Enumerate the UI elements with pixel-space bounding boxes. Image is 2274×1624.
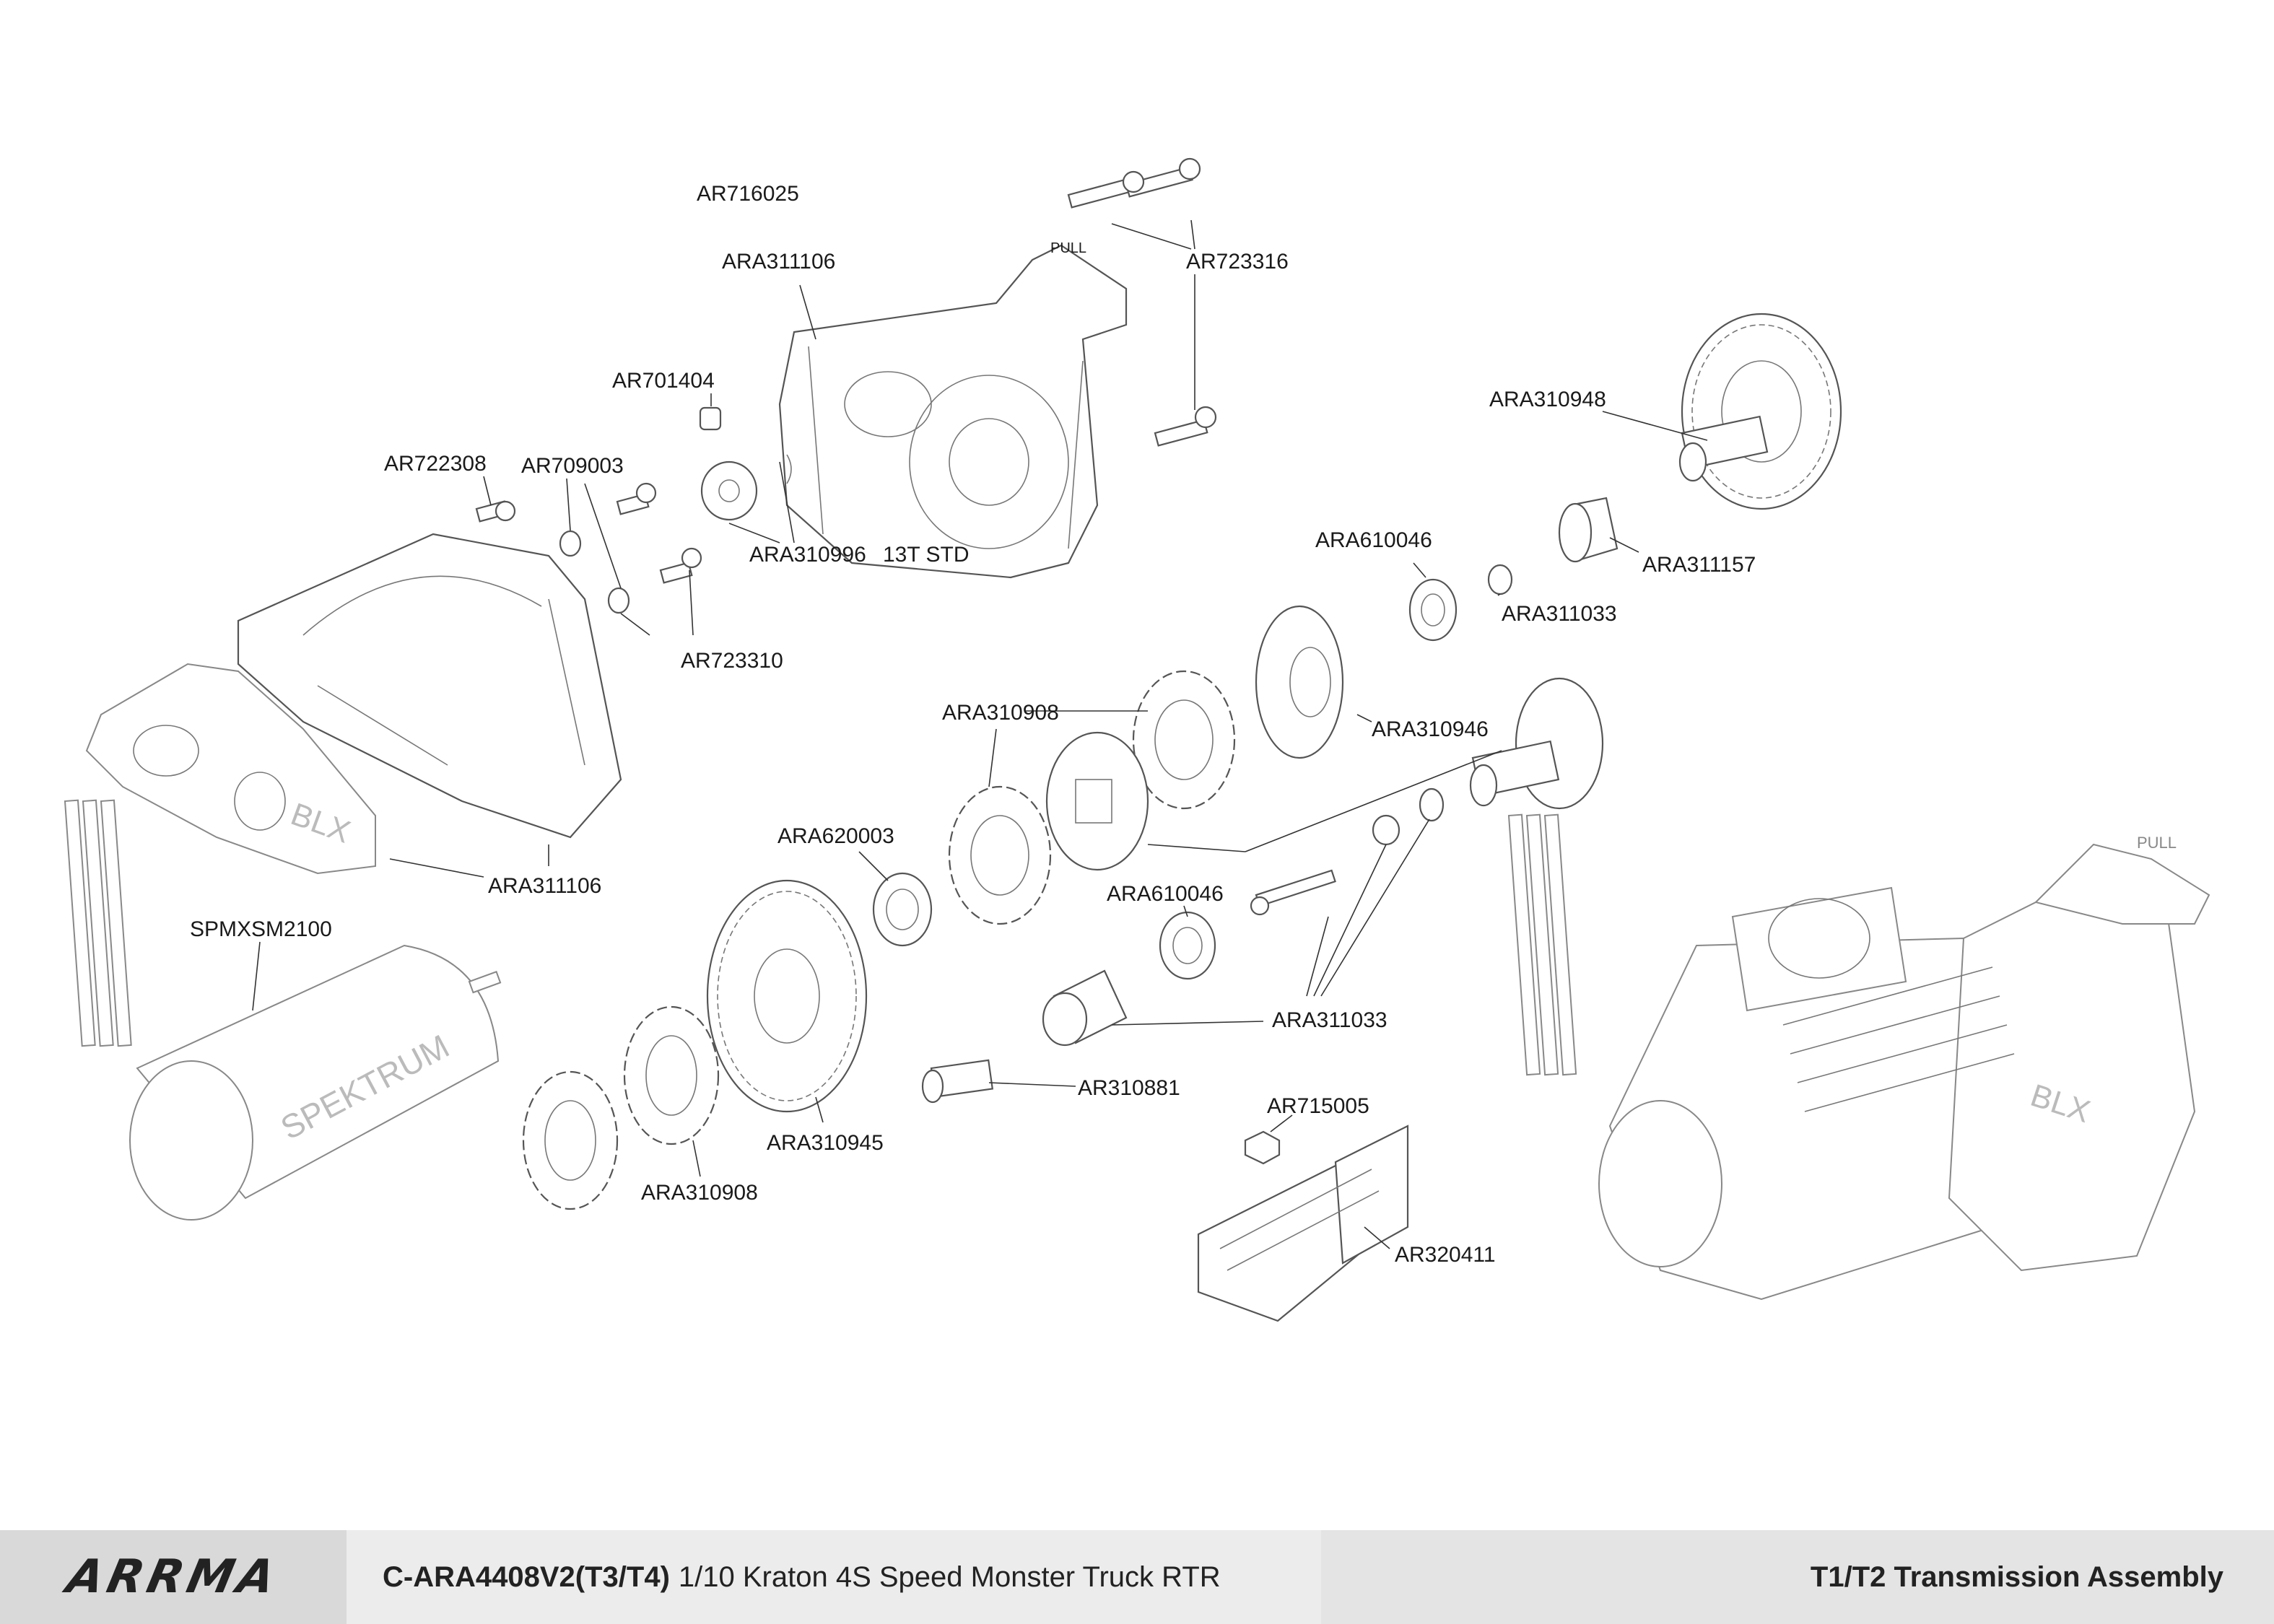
label-ar709003: AR709003 — [521, 454, 624, 478]
bearing-ara610046-mid — [1159, 911, 1216, 980]
slipper-pads-ara310908-bottom — [522, 1005, 720, 1210]
pull-emboss-right: PULL — [2137, 834, 2177, 852]
bearing-ara620003 — [872, 872, 933, 947]
label-ara310946: ARA310946 — [1372, 717, 1489, 741]
screw-ar723316 — [1154, 406, 1217, 447]
label-ar722308: AR722308 — [384, 452, 487, 476]
footer-bar: ARRMA C-ARA4408V2(T3/T4) 1/10 Kraton 4S … — [0, 1530, 2274, 1624]
mount-ar320411 — [1197, 1125, 1409, 1322]
label-ar320411: AR320411 — [1395, 1243, 1496, 1267]
label-ara310996: ARA310996 — [749, 543, 866, 567]
nut-ar715005 — [1244, 1130, 1281, 1165]
section-title: T1/T2 Transmission Assembly — [1321, 1530, 2274, 1624]
screws-ar723310 — [616, 482, 702, 584]
slipper-pads-ara310908-mid — [948, 670, 1236, 925]
slipper-plate-ara310946 — [1255, 605, 1604, 810]
label-ara310908-bottom: ARA310908 — [641, 1181, 758, 1205]
label-ara620003: ARA620003 — [777, 824, 894, 848]
label-ara311157: ARA311157 — [1642, 553, 1756, 577]
screw-ar722308 — [475, 500, 516, 523]
pull-emboss-top: PULL — [1050, 240, 1086, 256]
spur-gear-ara310945 — [706, 879, 868, 1113]
bushing-ara311157 — [1558, 497, 1619, 563]
label-ara610046-mid: ARA610046 — [1107, 882, 1224, 906]
label-13t-std: 13T STD — [883, 543, 970, 567]
label-ara610046-top: ARA610046 — [1315, 528, 1432, 552]
motor-spmxsm2100: SPEKTRUM — [64, 799, 502, 1221]
hardware-ara311033-mid — [1042, 787, 1445, 1047]
part-ara311033-top — [1487, 564, 1513, 595]
bearing-ara610046-top — [1408, 578, 1458, 642]
label-ara311106-bottom: ARA311106 — [488, 874, 601, 898]
label-ara311033-top: ARA311033 — [1502, 602, 1617, 626]
label-ar310881: AR310881 — [1078, 1076, 1180, 1100]
gearbox-cover-top: PULL — [778, 240, 1128, 579]
brand-logo-cell: ARRMA — [0, 1530, 347, 1624]
assembled-transmission: PULL BLX — [1507, 813, 2210, 1301]
label-ara310945: ARA310945 — [767, 1131, 884, 1155]
leader-lines — [252, 219, 1708, 1249]
exploded-parts-diagram: PULL BLX — [64, 157, 2210, 1322]
label-ar701404: AR701404 — [612, 369, 715, 393]
label-ara310908-mid: ARA310908 — [942, 701, 1059, 725]
label-ar715005: AR715005 — [1267, 1094, 1369, 1118]
model-name: 1/10 Kraton 4S Speed Monster Truck RTR — [678, 1560, 1221, 1593]
pinion-gear-ara310996 — [700, 454, 792, 521]
label-ar716025: AR716025 — [697, 182, 799, 206]
label-ara310948: ARA310948 — [1489, 388, 1606, 411]
screw-ar716025 — [1067, 157, 1201, 209]
model-cell: C-ARA4408V2(T3/T4) 1/10 Kraton 4S Speed … — [347, 1530, 1321, 1624]
label-ara311033-mid: ARA311033 — [1272, 1008, 1388, 1032]
spur-gear-ara310948 — [1678, 313, 1842, 510]
label-ar723316: AR723316 — [1186, 250, 1289, 274]
set-screw-ar701404 — [699, 406, 722, 431]
gearbox-case-left: BLX — [85, 533, 622, 875]
label-spmxsm2100: SPMXSM2100 — [190, 917, 332, 941]
label-ar723310: AR723310 — [681, 649, 783, 673]
part-labels: AR716025 ARA311106 AR723316 AR701404 AR7… — [190, 182, 1756, 1267]
brand-logo: ARRMA — [62, 1550, 284, 1604]
label-ara311106-top: ARA311106 — [722, 250, 835, 274]
washers-ar709003 — [559, 530, 630, 614]
output-shaft-ar310881 — [921, 1059, 994, 1104]
model-code: C-ARA4408V2(T3/T4) — [383, 1560, 670, 1593]
